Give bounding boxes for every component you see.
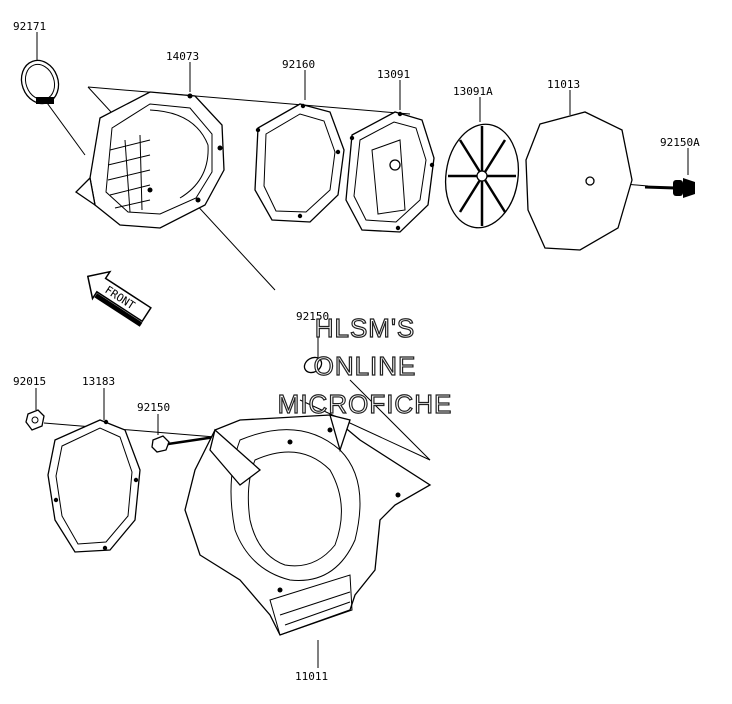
bolt-92150-mid [151, 435, 216, 453]
label-92150-mid: 92150 [137, 401, 170, 414]
label-92171: 92171 [13, 20, 46, 33]
bolt-92150-top [303, 356, 323, 374]
filter-11013 [525, 111, 633, 251]
label-92160: 92160 [282, 58, 315, 71]
watermark-line-3: MICROFICHE [278, 389, 453, 419]
label-13091: 13091 [377, 68, 410, 81]
label-92015: 92015 [13, 375, 46, 388]
label-13183: 13183 [82, 375, 115, 388]
front-arrow: FRONT [86, 270, 152, 327]
label-92150A: 92150A [660, 136, 700, 149]
watermark-line-2: ONLINE [314, 351, 417, 381]
cage-13091A [444, 123, 520, 229]
label-13091A: 13091A [453, 85, 493, 98]
label-11013: 11013 [547, 78, 580, 91]
duct-14073 [74, 91, 225, 229]
clamp-92171 [20, 59, 60, 105]
nut-92015 [25, 409, 45, 431]
label-92150-top: 92150 [296, 310, 329, 323]
label-11011: 11011 [295, 670, 328, 683]
wing-bolt-92150A [644, 178, 695, 198]
watermark-line-1: HLSM'S [315, 313, 416, 343]
label-14073: 14073 [166, 50, 199, 63]
part-labels: 92171 14073 92160 13091 13091A 11013 921… [13, 20, 700, 683]
housing-11011 [184, 414, 432, 636]
gasket-13183 [47, 419, 141, 553]
watermark: HLSM'S ONLINE MICROFICHE [277, 312, 453, 419]
plate-13091 [345, 111, 435, 233]
gasket-92160 [254, 103, 345, 223]
